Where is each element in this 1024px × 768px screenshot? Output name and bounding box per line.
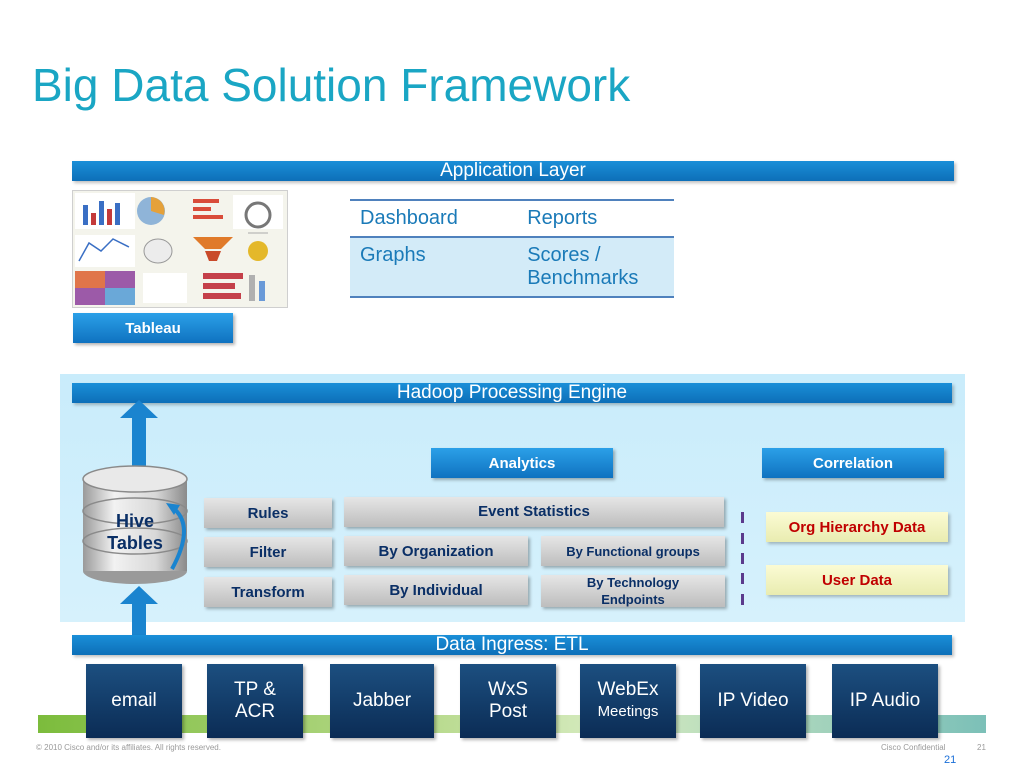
by-organization-label: By Organization <box>344 536 528 566</box>
by-functional-groups-label: By Functional groups <box>541 536 725 566</box>
hive-tables-label: Hive Tables <box>90 510 180 554</box>
page-title: Big Data Solution Framework <box>32 59 631 111</box>
source-jabber: Jabber <box>330 664 434 738</box>
separator-dash <box>741 573 744 584</box>
source-label: email <box>111 690 157 711</box>
source-label: TP & <box>234 679 276 700</box>
hadoop-engine-bar: Hadoop Processing Engine <box>72 383 952 403</box>
transform-label: Transform <box>204 577 332 607</box>
by-individual-label: By Individual <box>344 575 528 605</box>
event-statistics-label: Event Statistics <box>344 497 724 527</box>
label-line: By Technology <box>586 575 680 590</box>
source-label: Jabber <box>352 690 412 711</box>
hive-label-line: Hive <box>115 511 155 531</box>
analytics-label: Analytics <box>431 448 613 478</box>
confidential-text: Cisco Confidential <box>881 743 946 752</box>
table-cell: Graphs <box>360 244 426 266</box>
source-email: email <box>86 664 182 738</box>
application-layer-bar: Application Layer <box>72 161 954 181</box>
separator-dash <box>741 512 744 523</box>
filter-label: Filter <box>204 537 332 567</box>
application-table: Dashboard Reports Graphs Scores / Benchm… <box>350 199 674 298</box>
source-ip-video: IP Video <box>700 664 806 738</box>
source-label: IP Video <box>717 690 789 711</box>
label-line: Endpoints <box>601 592 665 607</box>
source-ip-audio: IP Audio <box>832 664 938 738</box>
arrow-up-icon <box>120 400 158 490</box>
source-label: Meetings <box>597 703 659 720</box>
separator-dash <box>741 553 744 564</box>
hive-label-line: Tables <box>107 533 163 553</box>
copyright-text: © 2010 Cisco and/or its affiliates. All … <box>36 743 221 752</box>
source-label: Post <box>488 701 528 722</box>
by-technology-endpoints-label: By Technology Endpoints <box>541 575 725 607</box>
database-icon <box>82 465 188 584</box>
page-number-small: 21 <box>977 743 986 752</box>
tableau-dashboard-image <box>72 190 288 308</box>
page-number: 21 <box>944 754 957 766</box>
source-label: WebEx <box>597 679 659 700</box>
source-label: ACR <box>234 701 276 722</box>
arrow-up-icon <box>120 586 158 638</box>
table-cell: Scores / Benchmarks <box>527 244 639 289</box>
source-label: IP Audio <box>849 690 921 711</box>
table-cell: Dashboard <box>360 207 458 229</box>
table-cell: Reports <box>527 207 598 229</box>
tableau-button: Tableau <box>73 313 233 343</box>
separator-dash <box>741 594 744 605</box>
data-ingress-bar: Data Ingress: ETL <box>72 635 952 655</box>
user-data-label: User Data <box>766 565 948 595</box>
source-tp-acr: TP & ACR <box>207 664 303 738</box>
source-wxs-post: WxS Post <box>460 664 556 738</box>
source-webex-meetings: WebEx Meetings <box>580 664 676 738</box>
rules-label: Rules <box>204 498 332 528</box>
separator-dash <box>741 533 744 544</box>
source-label: WxS <box>487 679 529 700</box>
correlation-label: Correlation <box>762 448 944 478</box>
org-hierarchy-data-label: Org Hierarchy Data <box>766 512 948 542</box>
